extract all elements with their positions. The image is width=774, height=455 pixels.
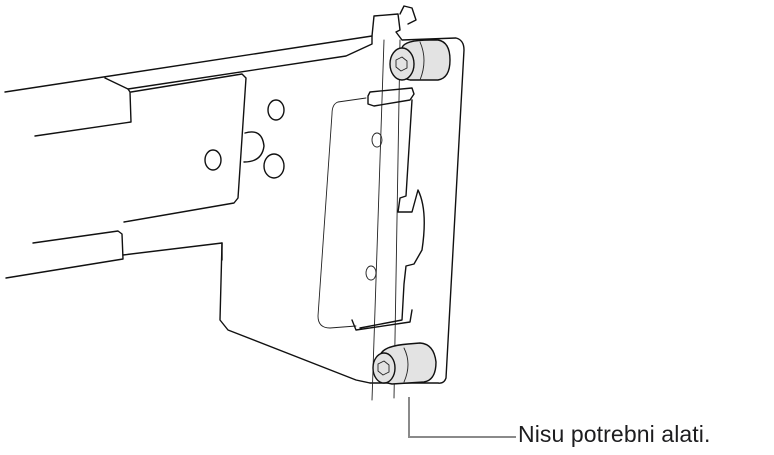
hex-socket-icon [395,56,408,72]
top-thumbscrew [389,39,451,81]
rail-hole [267,99,285,121]
callout-caption: Nisu potrebni alati. [518,421,711,447]
rail-hole [263,153,285,179]
rail-body [4,35,373,384]
front-flange [317,5,465,401]
flange-hole [365,265,377,281]
bottom-thumbscrew [372,342,437,385]
hex-socket-icon [377,360,390,376]
flange-hole [371,132,383,148]
callout-leader-line [408,397,516,438]
rail-hole [204,149,222,171]
